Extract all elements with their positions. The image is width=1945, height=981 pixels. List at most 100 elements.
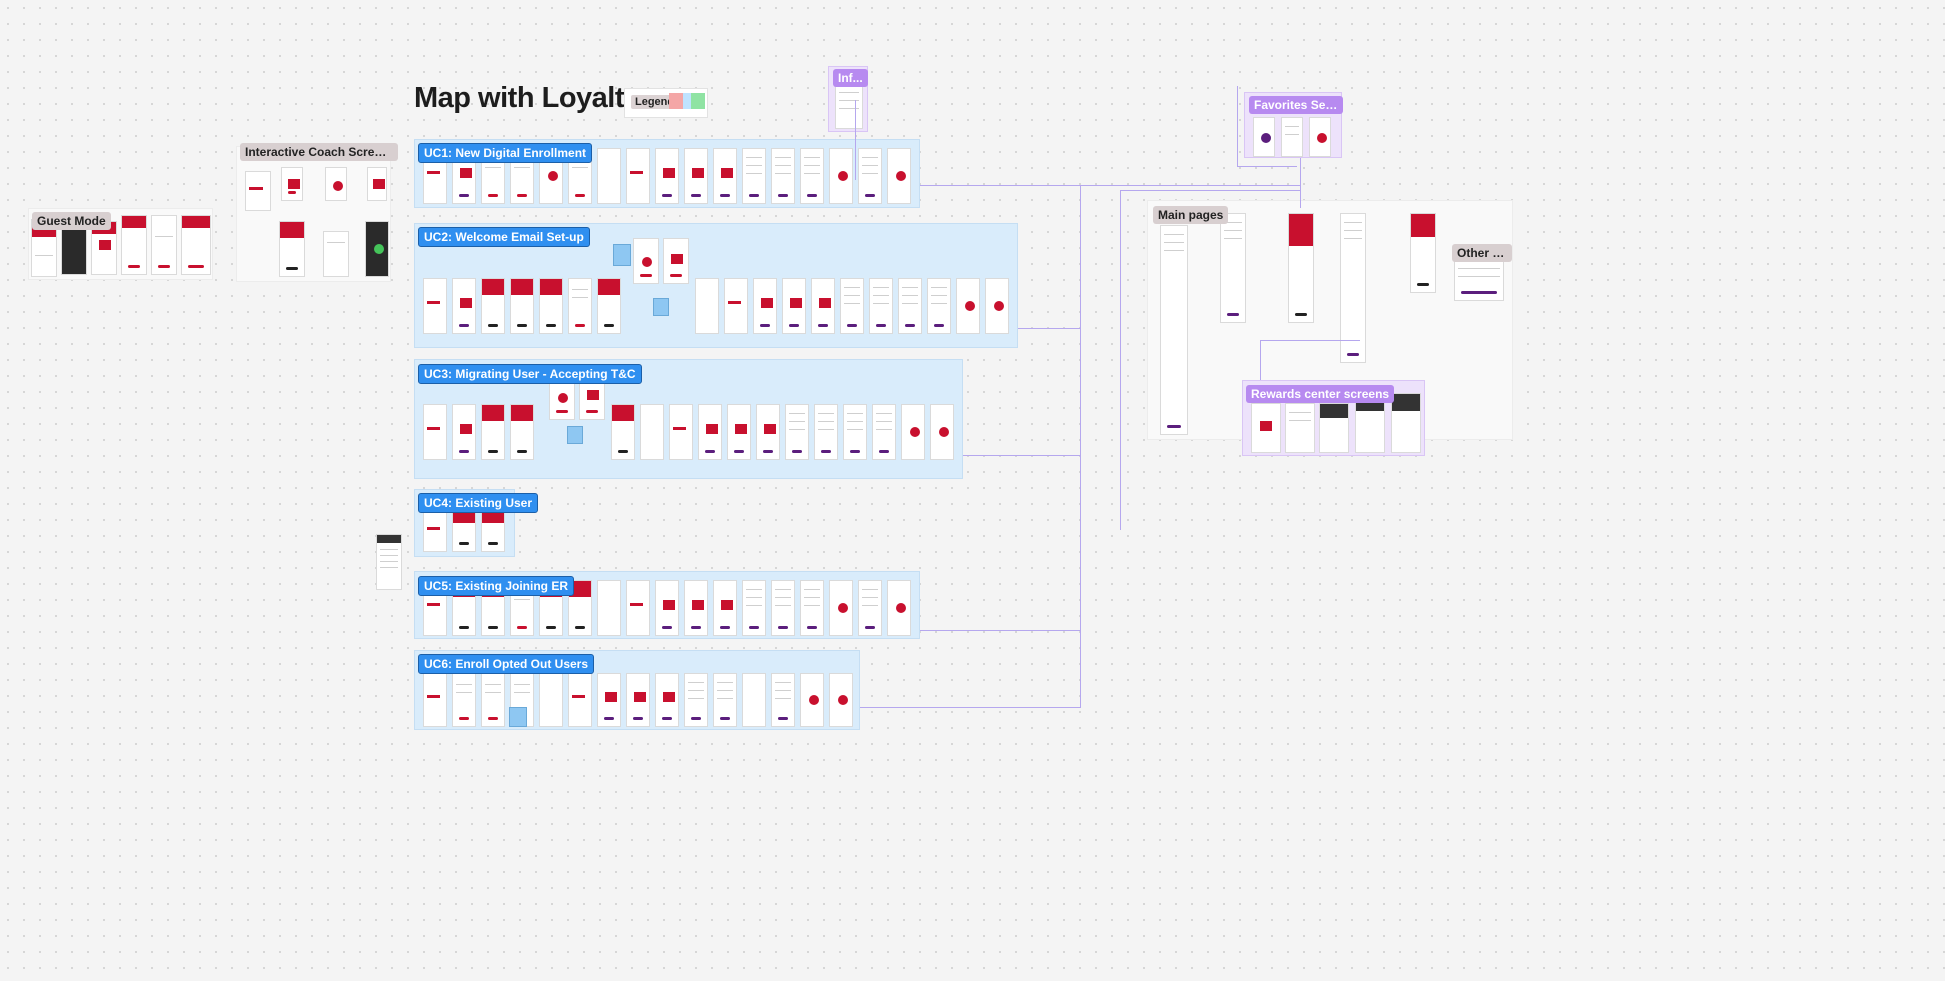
uc2-screen[interactable]: [927, 278, 951, 334]
uc1-screen[interactable]: [684, 148, 708, 204]
coach-screen[interactable]: [323, 231, 349, 277]
uc2-label[interactable]: UC2: Welcome Email Set-up: [418, 227, 590, 247]
uc2-screen[interactable]: [898, 278, 922, 334]
uc3-screen[interactable]: [611, 404, 635, 460]
uc5-screen[interactable]: [713, 580, 737, 636]
uc5-label[interactable]: UC5: Existing Joining ER: [418, 576, 575, 596]
main-screen[interactable]: [1410, 213, 1436, 293]
uc3-label[interactable]: UC3: Migrating User - Accepting T&C: [418, 364, 642, 384]
main-pages-label[interactable]: Main pages: [1153, 206, 1229, 224]
rewards-screen[interactable]: [1391, 393, 1421, 453]
guest-mode-label[interactable]: Guest Mode: [32, 212, 111, 230]
uc4-screen[interactable]: [452, 510, 476, 552]
coach-screen[interactable]: [281, 167, 303, 201]
rewards-screen[interactable]: [1251, 403, 1281, 453]
main-screen[interactable]: [1220, 213, 1246, 323]
uc1-screen[interactable]: [655, 148, 679, 204]
rewards-screen[interactable]: [1285, 403, 1315, 453]
uc6-screen[interactable]: [684, 673, 708, 727]
uc4-screen[interactable]: [423, 510, 447, 552]
uc6-screen[interactable]: [423, 673, 447, 727]
guest-screen[interactable]: [181, 215, 211, 275]
uc6-note[interactable]: [509, 707, 527, 727]
coach-screen[interactable]: [367, 167, 387, 201]
uc2-screen[interactable]: [633, 238, 659, 284]
uc2-screen[interactable]: [510, 278, 534, 334]
main-screen[interactable]: [1160, 225, 1188, 435]
uc3-screen[interactable]: [452, 404, 476, 460]
main-screen[interactable]: [1288, 213, 1314, 323]
uc2-note[interactable]: [613, 244, 631, 266]
info-screen[interactable]: [835, 83, 863, 129]
favorites-screen[interactable]: [1281, 117, 1303, 157]
uc1-screen[interactable]: [858, 148, 882, 204]
uc5-screen[interactable]: [771, 580, 795, 636]
guest-screen[interactable]: [121, 215, 147, 275]
coach-screen[interactable]: [365, 221, 389, 277]
uc5-screen[interactable]: [597, 580, 621, 636]
uc2-screen[interactable]: [753, 278, 777, 334]
uc3-screen[interactable]: [756, 404, 780, 460]
uc3-note[interactable]: [567, 426, 583, 444]
guest-screen[interactable]: [61, 225, 87, 275]
uc6-screen[interactable]: [655, 673, 679, 727]
uc2-screen[interactable]: [811, 278, 835, 334]
uc5-screen[interactable]: [568, 580, 592, 636]
uc3-screen[interactable]: [698, 404, 722, 460]
uc2-screen[interactable]: [869, 278, 893, 334]
uc2-screen[interactable]: [695, 278, 719, 334]
uc3-screen[interactable]: [785, 404, 809, 460]
uc6-screen[interactable]: [829, 673, 853, 727]
uc6-screen[interactable]: [626, 673, 650, 727]
coach-screen[interactable]: [325, 167, 347, 201]
uc3-screen[interactable]: [640, 404, 664, 460]
uc5-screen[interactable]: [655, 580, 679, 636]
uc1-screen[interactable]: [742, 148, 766, 204]
uc6-screen[interactable]: [539, 673, 563, 727]
rewards-screen[interactable]: [1319, 403, 1349, 453]
uc6-screen[interactable]: [771, 673, 795, 727]
uc6-screen[interactable]: [481, 673, 505, 727]
uc2-screen[interactable]: [663, 238, 689, 284]
guest-screen[interactable]: [151, 215, 177, 275]
uc5-screen[interactable]: [626, 580, 650, 636]
uc2-screen[interactable]: [782, 278, 806, 334]
uc3-screen[interactable]: [901, 404, 925, 460]
uc2-screen[interactable]: [956, 278, 980, 334]
uc2-screen[interactable]: [597, 278, 621, 334]
uc1-screen[interactable]: [800, 148, 824, 204]
uc3-screen[interactable]: [814, 404, 838, 460]
uc5-screen[interactable]: [684, 580, 708, 636]
info-label[interactable]: Inf...: [833, 69, 868, 87]
uc3-screen[interactable]: [843, 404, 867, 460]
uc6-screen[interactable]: [713, 673, 737, 727]
favorites-screen[interactable]: [1253, 117, 1275, 157]
uc6-screen[interactable]: [597, 673, 621, 727]
uc2-screen[interactable]: [539, 278, 563, 334]
rewards-screen[interactable]: [1355, 393, 1385, 453]
uc3-screen[interactable]: [423, 404, 447, 460]
uc3-screen[interactable]: [930, 404, 954, 460]
uc4-screen[interactable]: [481, 510, 505, 552]
uc1-screen[interactable]: [829, 148, 853, 204]
uc2-screen[interactable]: [568, 278, 592, 334]
coach-screens-frame[interactable]: [236, 146, 391, 282]
uc4-label[interactable]: UC4: Existing User: [418, 493, 539, 513]
coach-screen[interactable]: [279, 221, 305, 277]
uc6-label[interactable]: UC6: Enroll Opted Out Users: [418, 654, 595, 674]
uc3-screen[interactable]: [669, 404, 693, 460]
uc6-screen[interactable]: [800, 673, 824, 727]
coach-screen[interactable]: [245, 171, 271, 211]
uc1-screen[interactable]: [887, 148, 911, 204]
uc5-screen[interactable]: [887, 580, 911, 636]
favorites-screen[interactable]: [1309, 117, 1331, 157]
uc5-screen[interactable]: [742, 580, 766, 636]
uc2-screen[interactable]: [840, 278, 864, 334]
uc2-screen[interactable]: [481, 278, 505, 334]
uc2-screen[interactable]: [724, 278, 748, 334]
rewards-center-label[interactable]: Rewards center screens: [1246, 385, 1395, 403]
loose-document-screen[interactable]: [376, 534, 402, 590]
uc1-screen[interactable]: [713, 148, 737, 204]
uc2-note[interactable]: [653, 298, 669, 316]
